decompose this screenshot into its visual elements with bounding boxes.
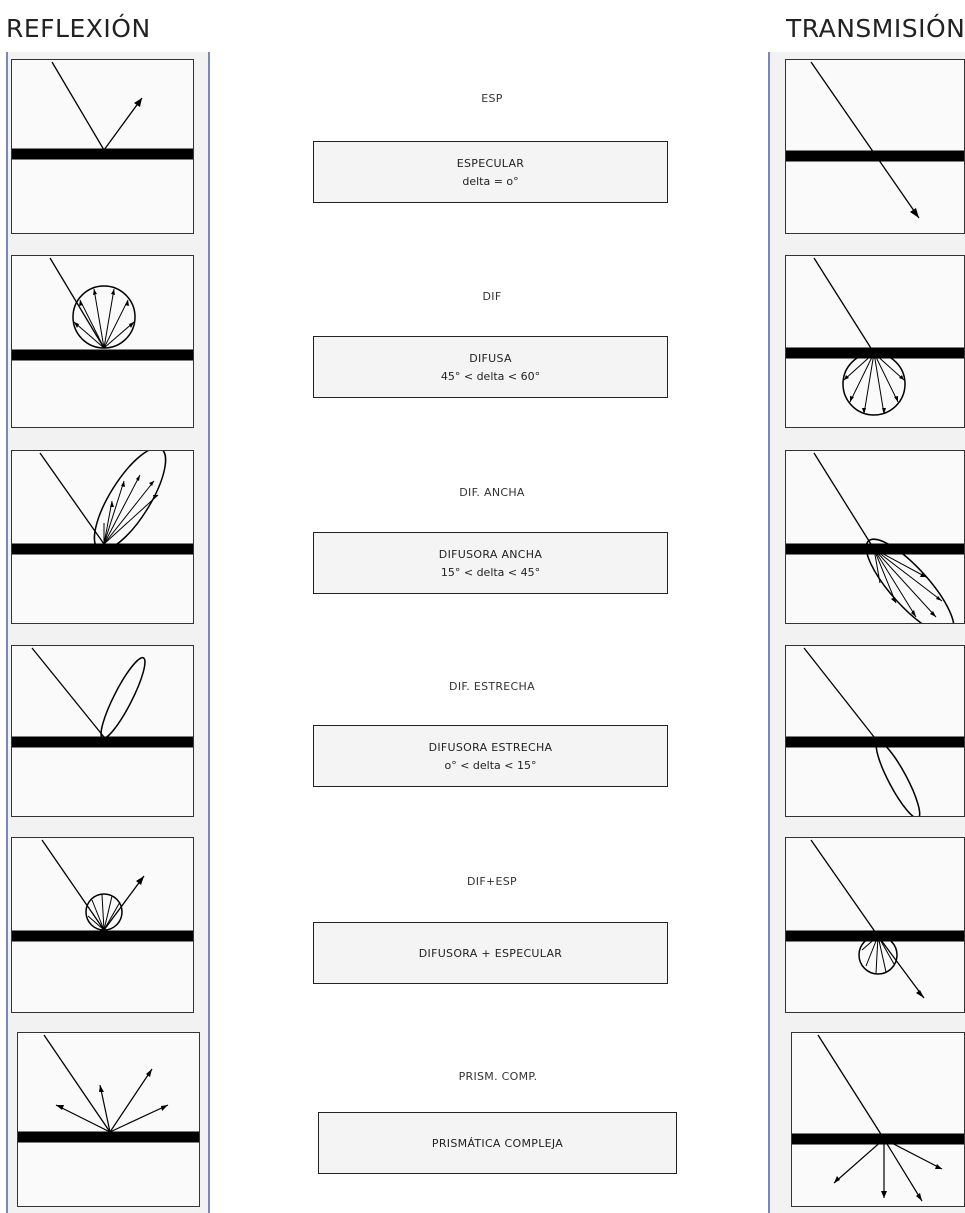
type-box-narrow-diffuse: DIFUSORA ESTRECHA o° < delta < 15° [313,725,668,787]
code-label-diffuse: DIF [312,290,672,303]
type-box-specular: ESPECULAR delta = o° [313,141,668,203]
type-range: o° < delta < 15° [444,759,536,772]
code-label-narrow-diffuse: DIF. ESTRECHA [312,680,672,693]
transmission-panel-diffuse [785,255,965,428]
wide-diffuse-reflection-diagram [12,451,194,624]
code-label-wide-diffuse: DIF. ANCHA [312,486,672,499]
reflection-panel-diffuse-specular [11,837,194,1013]
code-label-specular: ESP [312,92,672,105]
transmission-panel-diffuse-specular [785,837,965,1013]
reflection-panel-diffuse [11,255,194,428]
type-name: PRISMÁTICA COMPLEJA [432,1137,563,1150]
transmission-heading: TRANSMISIÓN [786,14,965,43]
type-box-diffuse-specular: DIFUSORA + ESPECULAR [313,922,668,984]
type-name: DIFUSA [469,352,512,365]
type-name: DIFUSORA + ESPECULAR [419,947,562,960]
diffuse-reflection-diagram [12,256,194,428]
specular-reflection-diagram [12,60,194,234]
diffuse-specular-reflection-diagram [12,838,194,1013]
specular-transmission-diagram [786,60,965,234]
transmission-panel-wide-diffuse [785,450,965,624]
prismatic-reflection-diagram [18,1033,200,1207]
type-box-prismatic: PRISMÁTICA COMPLEJA [318,1112,677,1174]
transmission-panel-prismatic [791,1032,965,1207]
diffuse-transmission-diagram [786,256,965,428]
narrow-diffuse-transmission-diagram [786,646,965,817]
diffuse-specular-transmission-diagram [786,838,965,1013]
type-range: 45° < delta < 60° [441,370,540,383]
type-range: delta = o° [462,175,518,188]
reflection-panel-narrow-diffuse [11,645,194,817]
prismatic-transmission-diagram [792,1033,965,1207]
transmission-panel-specular [785,59,965,234]
code-label-prismatic: PRISM. COMP. [318,1070,678,1083]
type-box-wide-diffuse: DIFUSORA ANCHA 15° < delta < 45° [313,532,668,594]
transmission-panel-narrow-diffuse [785,645,965,817]
type-box-diffuse: DIFUSA 45° < delta < 60° [313,336,668,398]
reflection-panel-specular [11,59,194,234]
reflection-heading: REFLEXIÓN [6,14,151,43]
narrow-diffuse-reflection-diagram [12,646,194,817]
wide-diffuse-transmission-diagram [786,451,965,624]
type-name: DIFUSORA ESTRECHA [429,741,553,754]
type-name: ESPECULAR [457,157,525,170]
type-name: DIFUSORA ANCHA [439,548,542,561]
code-label-diffuse-specular: DIF+ESP [312,875,672,888]
reflection-panel-wide-diffuse [11,450,194,624]
reflection-panel-prismatic [17,1032,200,1207]
type-range: 15° < delta < 45° [441,566,540,579]
